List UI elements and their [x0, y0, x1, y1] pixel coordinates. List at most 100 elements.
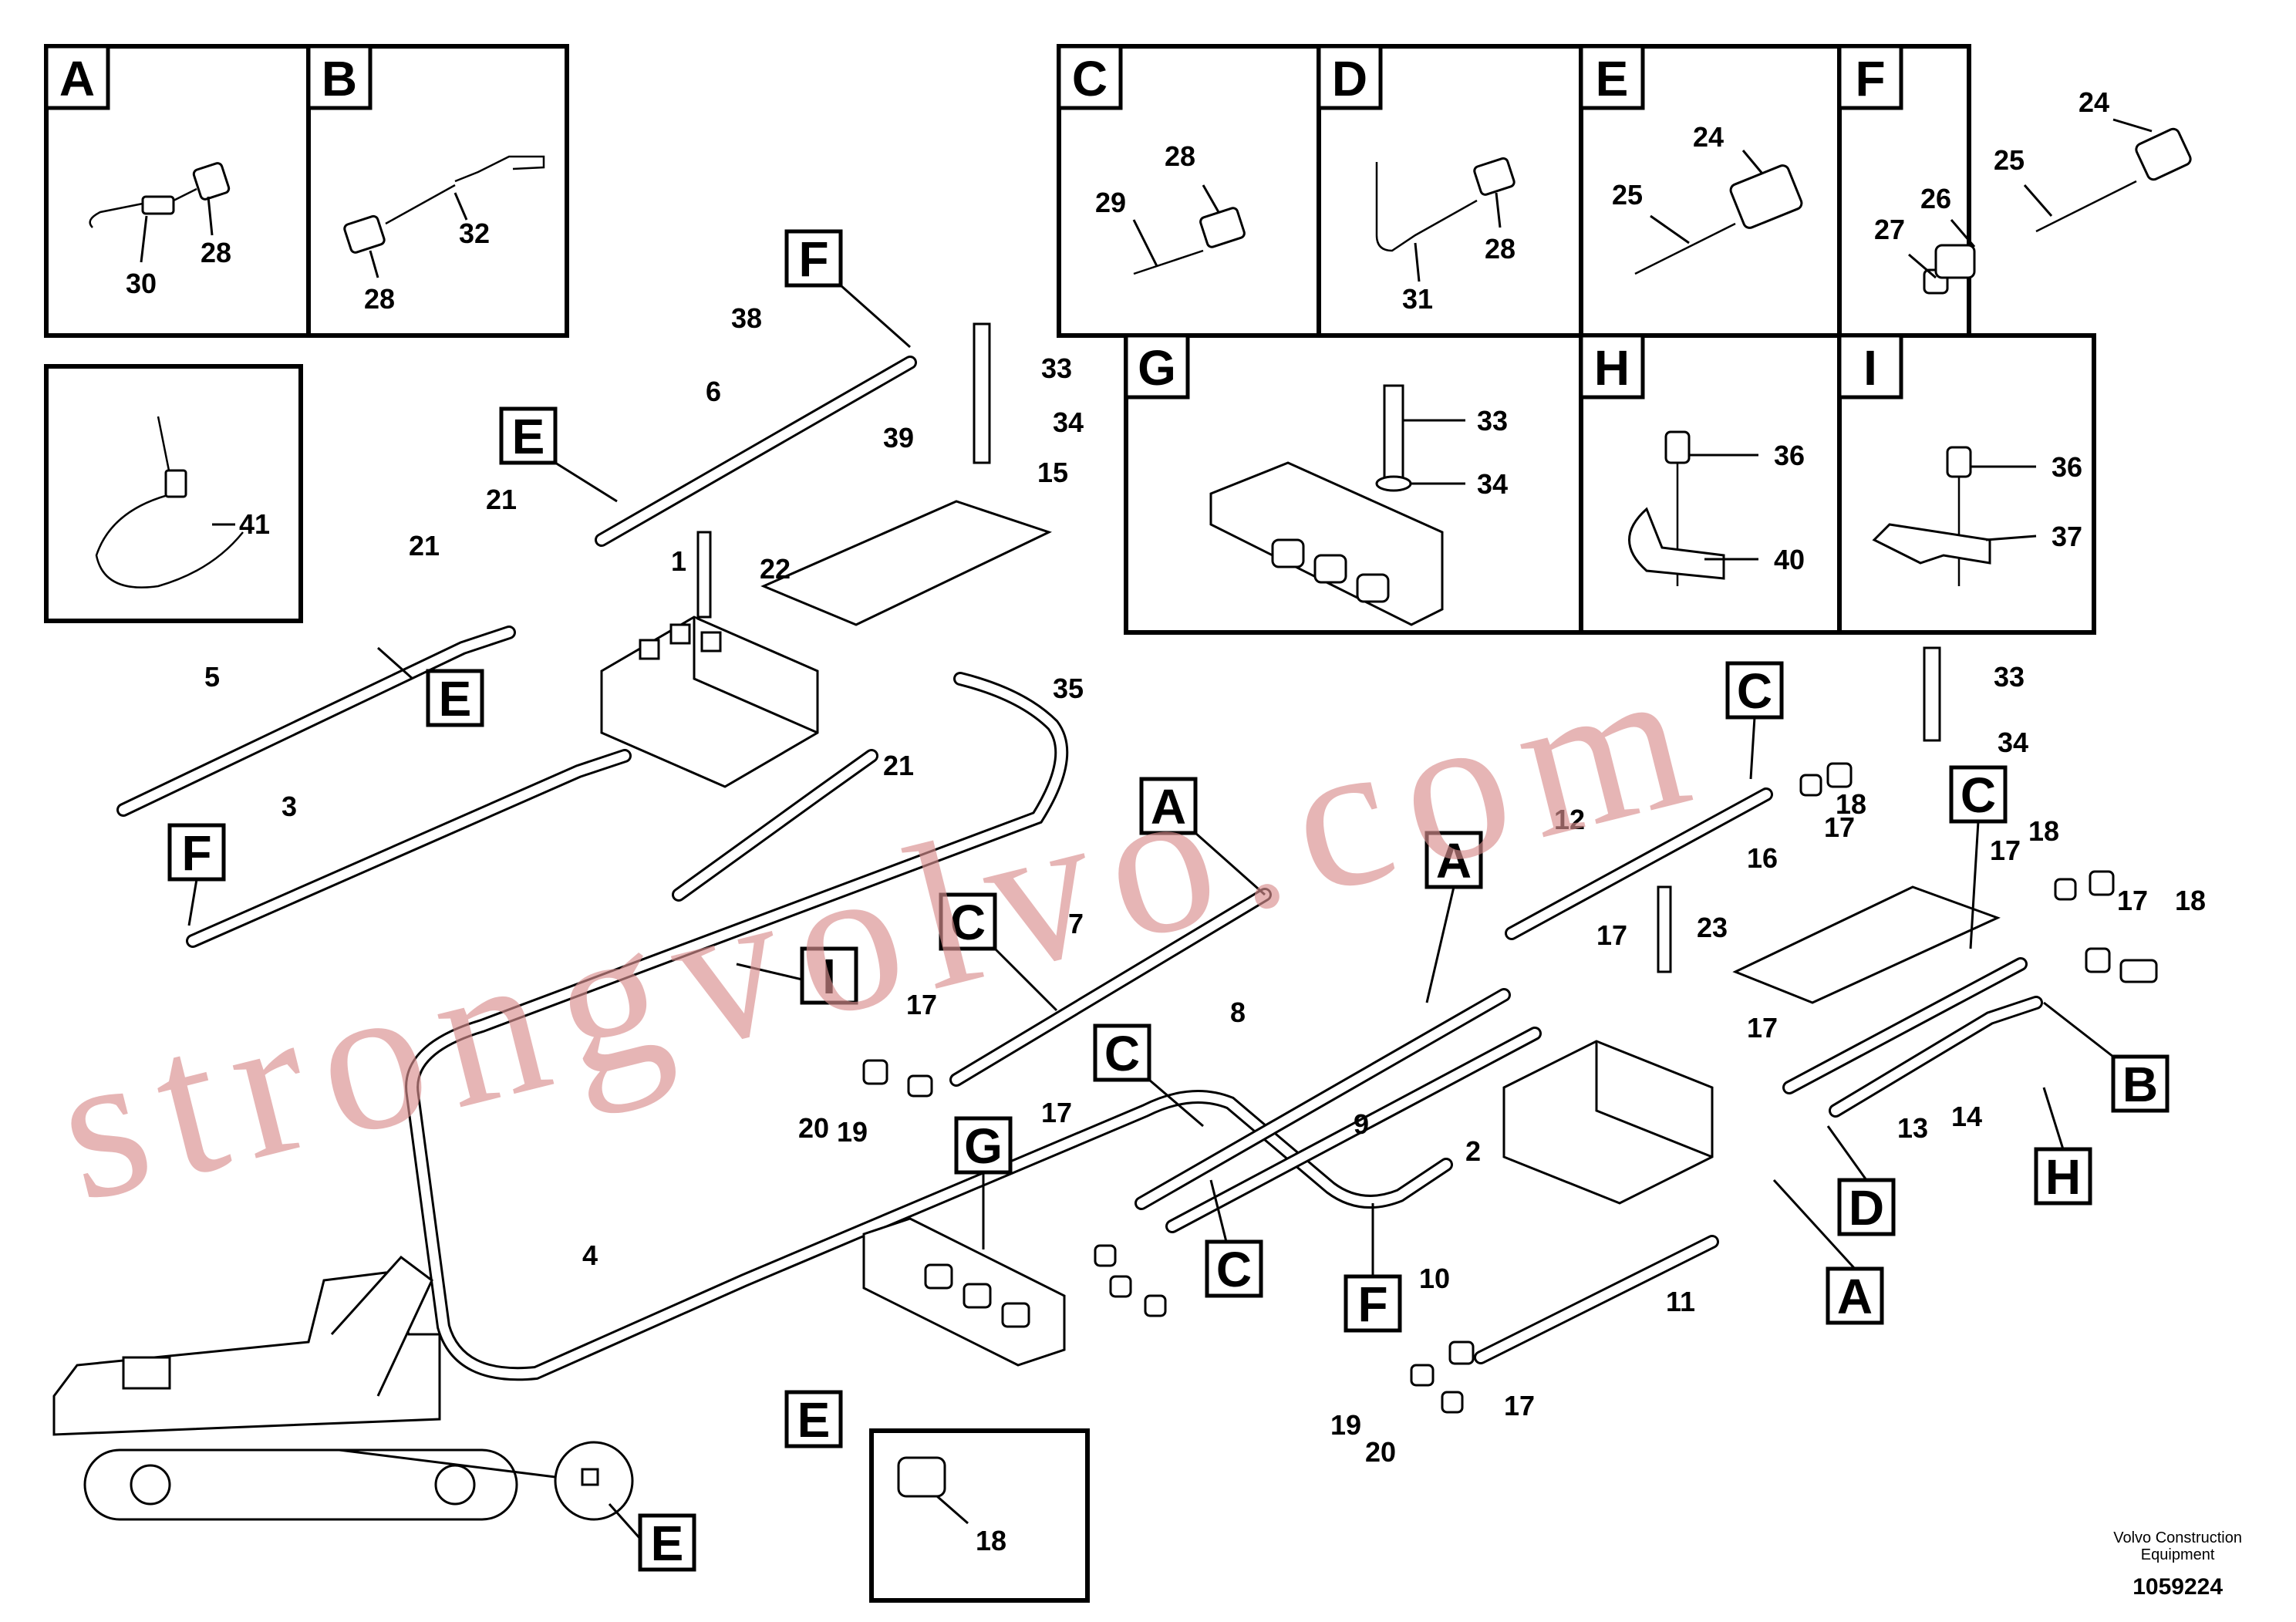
svg-text:G: G [1138, 340, 1176, 396]
svg-text:E: E [439, 671, 472, 727]
drawing-number: 1059224 [2132, 1574, 2224, 1600]
svg-text:F: F [1855, 51, 1885, 106]
svg-text:6: 6 [706, 376, 721, 407]
svg-text:12: 12 [1554, 804, 1585, 835]
svg-text:28: 28 [1165, 140, 1195, 172]
svg-text:5: 5 [204, 661, 220, 693]
svg-text:25: 25 [1612, 179, 1643, 211]
svg-text:G: G [964, 1118, 1003, 1174]
svg-text:1: 1 [671, 545, 686, 577]
svg-text:I: I [1863, 340, 1877, 396]
detail-box-i: I 36 37 [1837, 333, 2082, 586]
svg-text:17: 17 [1990, 835, 2021, 866]
svg-text:H: H [1594, 340, 1630, 396]
svg-text:18: 18 [1836, 788, 1866, 820]
svg-text:A: A [59, 51, 95, 106]
svg-text:19: 19 [1330, 1409, 1361, 1441]
svg-text:17: 17 [2117, 885, 2148, 916]
svg-text:24: 24 [1693, 121, 1724, 153]
svg-text:39: 39 [883, 422, 914, 454]
svg-text:34: 34 [1477, 468, 1508, 500]
svg-text:18: 18 [2028, 815, 2059, 847]
svg-text:41: 41 [239, 508, 270, 540]
svg-text:26: 26 [1920, 183, 1951, 214]
plate-16 [1732, 885, 2001, 1004]
svg-text:C: C [1104, 1026, 1140, 1081]
svg-text:A: A [1837, 1269, 1873, 1324]
svg-text:16: 16 [1747, 842, 1778, 874]
part-number-labels: 1 2 3 4 5 6 7 8 9 10 11 12 13 14 15 16 1… [204, 302, 2206, 1468]
svg-text:31: 31 [1402, 283, 1433, 315]
svg-text:E: E [651, 1516, 684, 1571]
manifold-g [862, 1217, 1066, 1367]
svg-text:2: 2 [1465, 1135, 1481, 1167]
svg-text:4: 4 [582, 1239, 598, 1271]
svg-text:8: 8 [1230, 996, 1246, 1028]
svg-text:24: 24 [2079, 86, 2109, 118]
svg-text:27: 27 [1874, 214, 1905, 245]
svg-text:18: 18 [2175, 885, 2206, 916]
detail-box-g: G 33 34 [1124, 333, 1508, 626]
svg-text:H: H [2045, 1149, 2081, 1205]
detail-box-b: B 28 32 [306, 44, 569, 338]
svg-text:32: 32 [459, 218, 490, 249]
svg-text:21: 21 [486, 484, 517, 515]
svg-text:34: 34 [1053, 406, 1084, 438]
svg-text:21: 21 [409, 530, 440, 561]
svg-text:17: 17 [906, 989, 937, 1020]
detail-box-f: F 27 26 25 24 [1837, 44, 2192, 295]
svg-text:E: E [797, 1392, 831, 1448]
detail-box-e: E 25 24 [1579, 44, 1803, 275]
svg-text:35: 35 [1053, 673, 1084, 704]
svg-text:B: B [2122, 1057, 2158, 1112]
svg-text:F: F [181, 825, 211, 881]
detail-box-fitting-18: 18 [869, 1428, 1090, 1603]
svg-text:33: 33 [1041, 352, 1072, 384]
svg-text:22: 22 [760, 553, 791, 585]
svg-text:28: 28 [201, 237, 231, 268]
svg-text:D: D [1849, 1180, 1884, 1236]
detail-box-c: C 29 28 [1057, 44, 1246, 275]
svg-text:7: 7 [1068, 908, 1084, 939]
callout-tags: E F E F I A C C G C F A C C A D H B E E [167, 229, 2170, 1572]
svg-text:36: 36 [1774, 440, 1805, 471]
svg-text:28: 28 [364, 283, 395, 315]
svg-text:10: 10 [1419, 1263, 1450, 1294]
svg-text:20: 20 [798, 1112, 829, 1144]
detail-box-h: H 36 40 [1579, 333, 1805, 586]
brand-line-1: Volvo Construction [2113, 1529, 2242, 1546]
valve-block-1 [600, 615, 819, 788]
svg-text:29: 29 [1095, 187, 1126, 218]
machine-thumbnail [52, 1255, 634, 1521]
svg-text:B: B [322, 51, 357, 106]
svg-text:F: F [1357, 1276, 1387, 1332]
detail-strip-cdef [1057, 44, 1971, 338]
svg-text:C: C [950, 895, 986, 950]
svg-text:A: A [1436, 833, 1472, 889]
svg-text:37: 37 [2052, 521, 2082, 552]
svg-text:A: A [1151, 779, 1186, 835]
svg-text:13: 13 [1897, 1112, 1928, 1144]
brand-line-2: Equipment [2140, 1546, 2215, 1563]
footer: Volvo Construction Equipment 1059224 [2113, 1529, 2242, 1600]
svg-text:17: 17 [1747, 1012, 1778, 1044]
svg-text:F: F [798, 231, 828, 287]
svg-text:25: 25 [1994, 144, 2025, 176]
detail-box-a: A 30 28 [44, 44, 311, 338]
svg-text:17: 17 [1504, 1390, 1535, 1421]
svg-text:23: 23 [1697, 912, 1728, 943]
svg-text:40: 40 [1774, 544, 1805, 575]
svg-text:20: 20 [1365, 1436, 1396, 1468]
svg-text:28: 28 [1485, 233, 1515, 265]
svg-text:34: 34 [1998, 727, 2028, 758]
svg-text:E: E [1596, 51, 1629, 106]
svg-text:C: C [1216, 1242, 1252, 1297]
svg-text:3: 3 [282, 791, 297, 822]
detail-box-cable-tie: 41 [44, 364, 303, 623]
svg-text:I: I [822, 949, 836, 1004]
svg-text:30: 30 [126, 268, 157, 299]
svg-text:11: 11 [1666, 1286, 1695, 1317]
svg-text:19: 19 [837, 1116, 868, 1148]
detail-box-d: D 31 28 [1317, 44, 1515, 315]
